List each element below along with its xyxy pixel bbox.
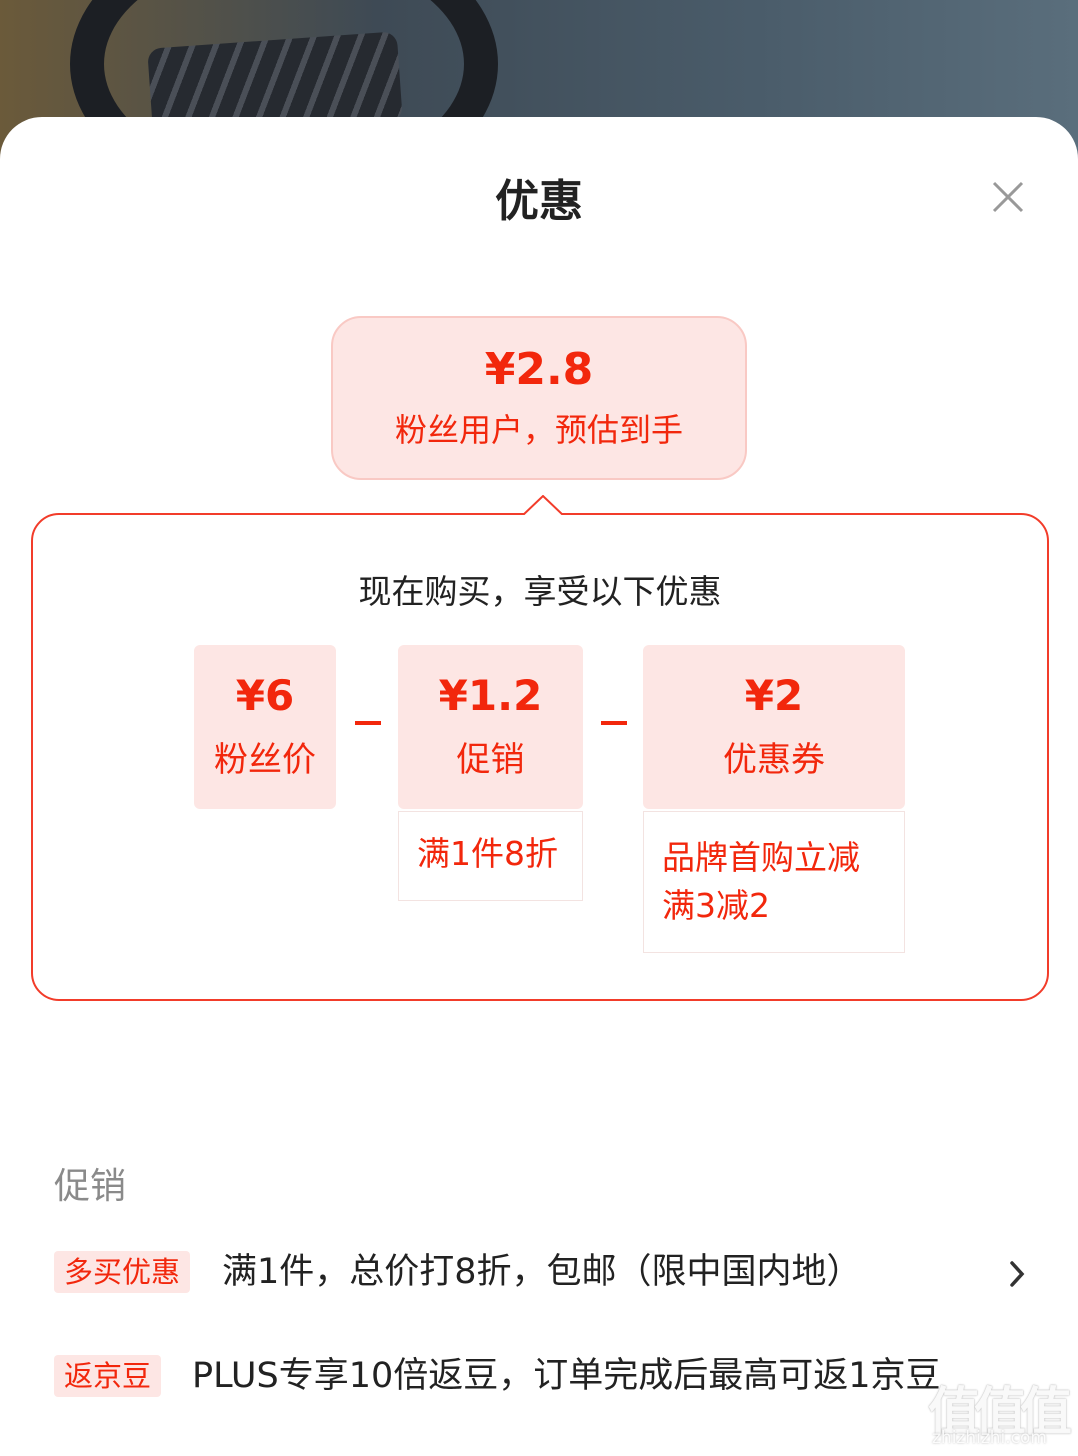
pointer-notch (522, 495, 564, 517)
close-button[interactable] (980, 169, 1036, 225)
promotion-value: ¥1.2 (438, 671, 543, 720)
chevron-right-icon (1010, 1261, 1025, 1287)
watermark-url: zhizhizhi.com (932, 1428, 1047, 1448)
close-icon (992, 181, 1024, 213)
discount-sheet: 优惠 ¥2.8 粉丝用户，预估到手 现在购买，享受以下优惠 ¥6 粉丝价 ¥1.… (0, 117, 1078, 1456)
sheet-title: 优惠 (495, 176, 583, 227)
minus-sign (355, 721, 381, 725)
promotion-text: PLUS专享10倍返豆，订单完成后最高可返1京豆 (192, 1356, 941, 1396)
promotion-label: 促销 (456, 740, 525, 780)
panel-title: 现在购买，享受以下优惠 (358, 572, 722, 611)
promotion-row-multibuy[interactable]: 多买优惠 满1件，总价打8折，包邮（限中国内地） (54, 1243, 1044, 1303)
coupon-detail-line: 品牌首购立减 (662, 838, 860, 877)
coupon-card: ¥2 优惠券 (643, 645, 905, 809)
promotion-section-label: 促销 (54, 1166, 127, 1207)
promotion-detail-line: 满1件8折 (417, 834, 558, 873)
coupon-detail-line: 满3减2 (662, 886, 770, 925)
coupon-value: ¥2 (744, 671, 804, 720)
minus-sign (601, 721, 627, 725)
promotion-tag: 返京豆 (54, 1355, 162, 1397)
promotion-detail: 满1件8折 (398, 811, 583, 901)
coupon-detail: 品牌首购立减 满3减2 (643, 811, 905, 953)
estimated-price-desc: 粉丝用户，预估到手 (394, 411, 683, 449)
discount-breakdown-panel: 现在购买，享受以下优惠 ¥6 粉丝价 ¥1.2 促销 满1件8折 ¥2 优惠券 … (31, 495, 1049, 1001)
fan-price-label: 粉丝价 (214, 740, 316, 780)
watermark-logo: 值值值 (928, 1383, 1072, 1443)
site-watermark: 值值值 zhizhizhi.com (928, 1370, 1074, 1454)
promotion-row-jingdou[interactable]: 返京豆 PLUS专享10倍返豆，订单完成后最高可返1京豆 (54, 1347, 1044, 1407)
promotion-card: ¥1.2 促销 (398, 645, 583, 809)
fan-price-card: ¥6 粉丝价 (194, 645, 336, 809)
promotion-tag: 多买优惠 (54, 1251, 191, 1293)
fan-price-value: ¥6 (235, 671, 295, 720)
estimated-price-bubble: ¥2.8 粉丝用户，预估到手 (331, 316, 747, 480)
coupon-label: 优惠券 (723, 740, 825, 780)
promotion-text: 满1件，总价打8折，包邮（限中国内地） (222, 1252, 862, 1292)
estimated-price: ¥2.8 (484, 344, 594, 395)
